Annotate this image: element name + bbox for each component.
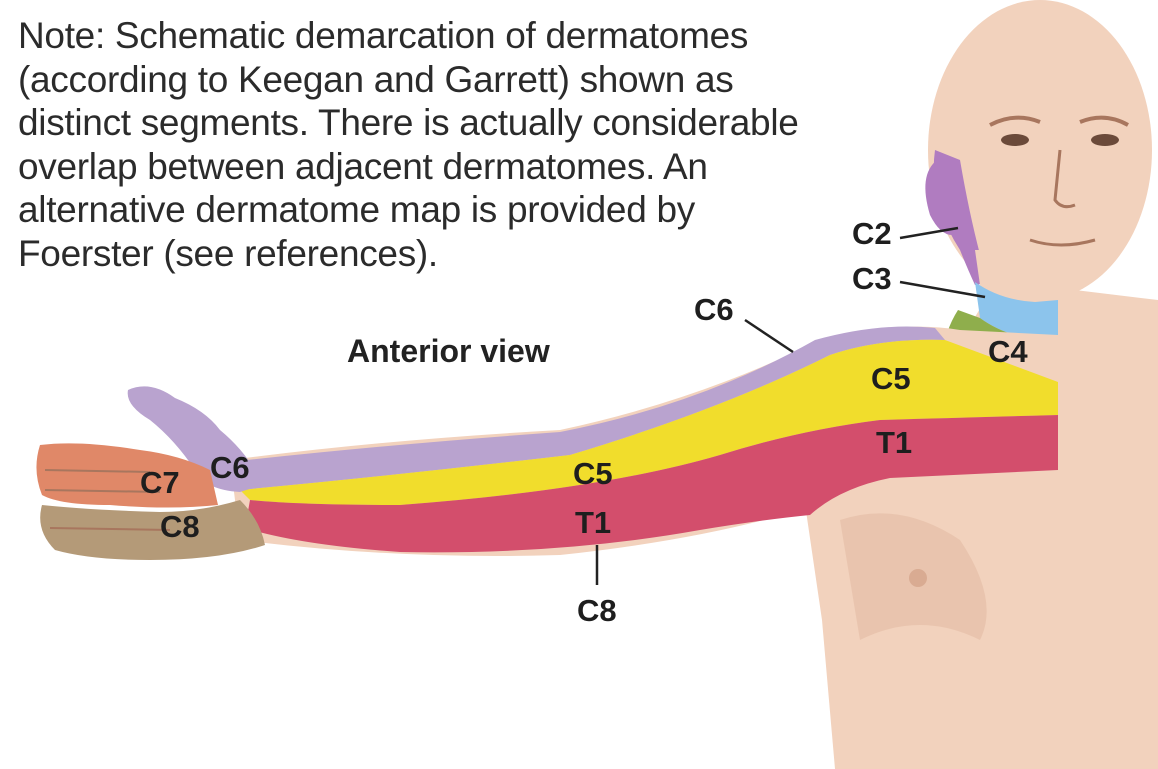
view-title: Anterior view — [347, 333, 550, 370]
leader-c3 — [900, 282, 985, 297]
label-c8-hand: C8 — [160, 511, 200, 542]
label-c2: C2 — [852, 218, 892, 249]
note-line-1: Note: Schematic demarcation of dermatome… — [18, 14, 868, 58]
note-line-5: alternative dermatome map is provided by — [18, 188, 868, 232]
label-c6-hand: C6 — [210, 452, 250, 483]
label-t1-shoulder: T1 — [876, 427, 912, 458]
label-c3: C3 — [852, 263, 892, 294]
label-c4: C4 — [988, 336, 1028, 367]
leader-c6-shoulder — [745, 320, 793, 352]
note-text: Note: Schematic demarcation of dermatome… — [18, 14, 868, 275]
eye-right — [1091, 134, 1119, 146]
eye-left — [1001, 134, 1029, 146]
label-c5-forearm: C5 — [573, 458, 613, 489]
note-line-2: (according to Keegan and Garrett) shown … — [18, 58, 868, 102]
note-line-4: overlap between adjacent dermatomes. An — [18, 145, 868, 189]
label-c8-forearm: C8 — [577, 595, 617, 626]
label-c7-hand: C7 — [140, 467, 180, 498]
note-line-6: Foerster (see references). — [18, 232, 868, 276]
note-line-3: distinct segments. There is actually con… — [18, 101, 868, 145]
label-c5-shoulder: C5 — [871, 363, 911, 394]
nipple — [909, 569, 927, 587]
label-c6-shoulder: C6 — [694, 294, 734, 325]
label-t1-forearm: T1 — [575, 507, 611, 538]
